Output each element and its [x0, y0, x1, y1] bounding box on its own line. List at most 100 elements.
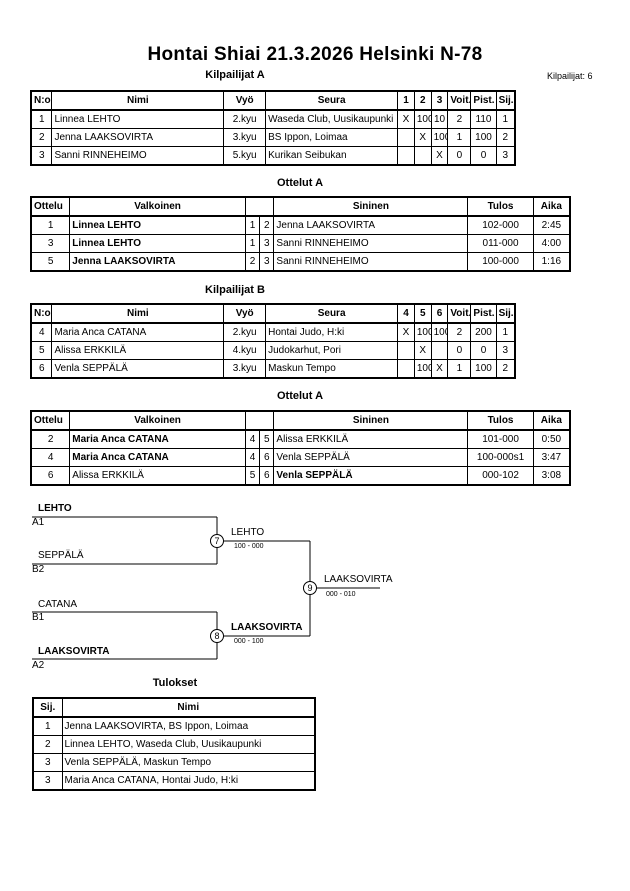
match-b: 6	[259, 466, 275, 486]
match-8-number: 8	[214, 631, 220, 641]
match-result: 011-000	[467, 234, 534, 253]
column-header: Voit.	[447, 90, 472, 111]
results-heading: Tulokset	[152, 677, 198, 689]
sf2-top-name: CATANA	[38, 599, 78, 610]
table-cell: 3.kyu	[223, 359, 267, 379]
table-cell: X	[413, 128, 432, 147]
match-time: 4:00	[532, 234, 571, 253]
table-cell: Sanni RINNEHEIMO	[51, 146, 225, 166]
column-header: Pist.	[470, 90, 497, 111]
column-header: Sij.	[32, 697, 63, 718]
match-result: 100-000	[467, 252, 534, 272]
table-cell: Judokarhut, Pori	[265, 341, 399, 360]
table-cell: 2	[495, 359, 516, 379]
column-header: Valkoinen	[69, 196, 246, 217]
table-cell: 3	[495, 341, 516, 360]
matches-a-heading: Ottelut A	[276, 177, 324, 189]
column-header: Seura	[265, 303, 399, 324]
match-time: 3:47	[532, 448, 571, 467]
result-name: Maria Anca CATANA, Hontai Judo, H:ki	[61, 771, 316, 791]
result-name: Jenna LAAKSOVIRTA, BS Ippon, Loimaa	[61, 716, 316, 736]
result-name: Venla SEPPÄLÄ, Maskun Tempo	[61, 753, 316, 772]
column-header: Sininen	[273, 196, 469, 217]
column-header: Sij.	[495, 90, 516, 111]
table-cell: 0	[470, 146, 497, 166]
sf2-top-seed: B1	[32, 612, 45, 623]
result-name: Linnea LEHTO, Waseda Club, Uusikaupunki	[61, 735, 316, 754]
table-cell: 1	[495, 322, 516, 342]
column-header	[245, 410, 260, 431]
final-score: 000 - 010	[326, 591, 356, 598]
result-rank: 2	[32, 735, 63, 754]
page-title: Hontai Shiai 21.3.2026 Helsinki N-78	[147, 44, 483, 65]
column-header: Nimi	[51, 303, 225, 324]
table-cell: 100	[470, 359, 497, 379]
match-no: 4	[30, 448, 71, 467]
competitors-count: Kilpailijat: 6	[547, 71, 593, 81]
column-header	[259, 410, 274, 431]
column-header: Aika	[532, 196, 571, 217]
column-header: Vyö	[223, 90, 267, 111]
match-time: 3:08	[532, 466, 571, 486]
match-9-number: 9	[307, 583, 313, 593]
column-header: Seura	[265, 90, 399, 111]
table-cell: Venla SEPPÄLÄ	[51, 359, 225, 379]
column-header: Pist.	[470, 303, 497, 324]
match-7-marker	[210, 534, 224, 548]
result-rank: 3	[32, 771, 63, 791]
match-white: Alissa ERKKILÄ	[69, 466, 246, 486]
table-cell: 0	[470, 341, 497, 360]
column-header	[245, 196, 260, 217]
match-b: 5	[259, 429, 275, 449]
column-header: Nimi	[51, 90, 225, 111]
match-7-number: 7	[214, 536, 220, 546]
table-cell: 110	[470, 109, 497, 129]
match-b: 3	[259, 234, 275, 253]
final-winner: LAAKSOVIRTA	[324, 574, 393, 585]
match-result: 000-102	[467, 466, 534, 486]
table-cell: 2	[495, 128, 516, 147]
sf1-bottom-name: SEPPÄLÄ	[38, 550, 84, 561]
column-header	[259, 196, 274, 217]
column-header: Nimi	[61, 697, 316, 718]
sf1-winner: LEHTO	[231, 527, 265, 538]
table-cell: 100	[470, 128, 497, 147]
table-cell: 4.kyu	[223, 341, 267, 360]
sf2-bottom-name: LAAKSOVIRTA	[38, 646, 110, 657]
header-row: Sij.Nimi	[32, 697, 316, 718]
match-time: 1:16	[532, 252, 571, 272]
column-header: Tulos	[467, 410, 534, 431]
pool-b-heading: Kilpailijat B	[205, 284, 265, 296]
column-header: Sij.	[495, 303, 516, 324]
match-b: 6	[259, 448, 275, 467]
sf2-winner: LAAKSOVIRTA	[231, 622, 303, 633]
match-blue: Venla SEPPÄLÄ	[273, 448, 469, 467]
sf2-bottom-seed: A2	[32, 660, 45, 671]
sf1-top-name: LEHTO	[38, 503, 72, 514]
match-9-marker	[303, 581, 317, 595]
column-header: Voit.	[447, 303, 472, 324]
sf2-score: 000 - 100	[234, 638, 264, 645]
table-cell: Jenna LAAKSOVIRTA	[51, 128, 225, 147]
